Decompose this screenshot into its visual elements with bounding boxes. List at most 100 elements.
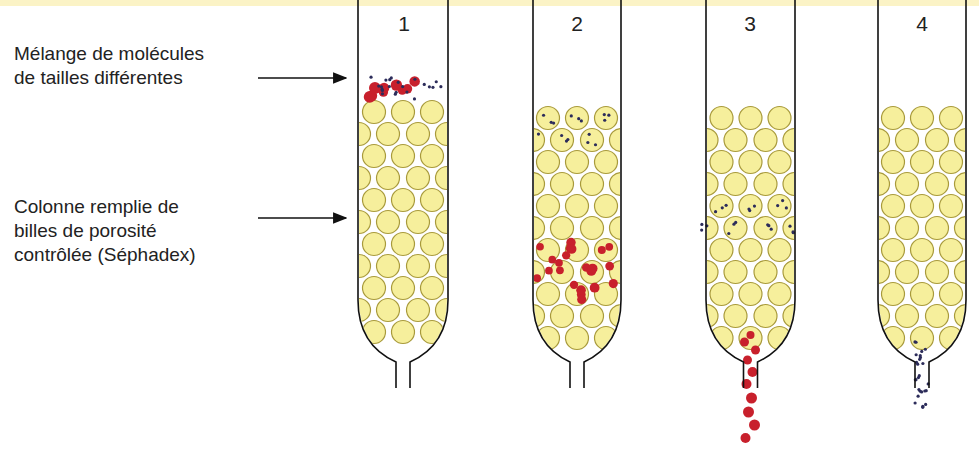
large-molecule [567, 244, 577, 254]
gel-bead [537, 107, 560, 130]
gel-bead [896, 305, 919, 328]
column-number: 2 [557, 12, 597, 36]
small-molecule [588, 133, 591, 136]
gel-bead [911, 327, 934, 350]
small-molecule [570, 114, 573, 117]
gel-bead [911, 151, 934, 174]
gel-bead [768, 283, 791, 306]
gel-bead [348, 167, 371, 190]
large-molecule [740, 338, 749, 347]
callout-label: Mélange de molécules de tailles différen… [14, 42, 224, 90]
gel-bead [911, 239, 934, 262]
gel-bead [739, 107, 762, 130]
gel-bead [724, 129, 747, 152]
gel-bead [739, 283, 762, 306]
gel-bead [911, 195, 934, 218]
small-molecule [577, 117, 580, 120]
column-wall [358, 0, 448, 388]
gel-bead [739, 327, 762, 350]
gel-bead [882, 107, 905, 130]
gel-bead [724, 173, 747, 196]
gel-bead [407, 255, 430, 278]
small-molecule [917, 388, 920, 391]
large-molecule [598, 246, 606, 254]
small-molecule [921, 406, 924, 409]
gel-bead [896, 129, 919, 152]
gel-bead [739, 195, 762, 218]
small-molecule [622, 140, 625, 143]
large-molecule [403, 84, 413, 94]
gel-bead [407, 211, 430, 234]
gel-bead [768, 195, 791, 218]
small-molecule [921, 405, 924, 408]
gel-bead [363, 101, 386, 124]
small-molecule [721, 206, 724, 209]
gel-bead [896, 173, 919, 196]
small-molecule [918, 358, 921, 361]
gel-bead [436, 123, 459, 146]
large-molecule [555, 259, 563, 267]
small-molecule [919, 354, 922, 357]
large-molecule [747, 331, 755, 339]
gel-bead [724, 305, 747, 328]
small-molecule [401, 85, 404, 88]
column-number: 1 [384, 12, 424, 36]
gel-bead [754, 129, 777, 152]
small-molecule [381, 92, 384, 95]
large-molecule [743, 407, 754, 418]
gel-bead [392, 233, 415, 256]
small-molecule [925, 389, 928, 392]
small-molecule [732, 223, 735, 226]
small-molecule [924, 403, 927, 406]
small-molecule [560, 134, 563, 137]
small-molecule [624, 135, 627, 138]
large-molecule [749, 420, 760, 431]
large-molecule [570, 281, 578, 289]
gel-bead [363, 145, 386, 168]
large-molecule [409, 76, 419, 86]
small-molecule [725, 204, 728, 207]
gel-bead [940, 151, 963, 174]
gel-bead [754, 261, 777, 284]
large-molecule [590, 283, 600, 293]
small-molecule [390, 76, 393, 79]
gel-bead [377, 211, 400, 234]
small-molecule [603, 113, 606, 116]
small-molecule [565, 139, 568, 142]
gel-bead [392, 145, 415, 168]
gel-bead [940, 107, 963, 130]
large-molecule [369, 82, 381, 94]
gel-bead [363, 277, 386, 300]
gel-bead [348, 123, 371, 146]
gel-bead [926, 261, 949, 284]
small-molecule [537, 132, 540, 135]
gel-bead [882, 151, 905, 174]
gel-bead [551, 305, 574, 328]
gel-bead [421, 189, 444, 212]
gel-bead [581, 173, 604, 196]
large-molecule [605, 262, 614, 271]
gel-bead [768, 151, 791, 174]
small-molecule [700, 229, 703, 232]
gel-bead [407, 123, 430, 146]
gel-bead [537, 151, 560, 174]
small-molecule [369, 76, 372, 79]
large-molecule [748, 367, 758, 377]
small-molecule [924, 348, 927, 351]
gel-bead [710, 107, 733, 130]
gel-bead [754, 217, 777, 240]
small-molecule [413, 78, 416, 81]
gel-bead [710, 283, 733, 306]
gel-bead [724, 261, 747, 284]
gel-bead [926, 305, 949, 328]
large-molecule [743, 356, 752, 365]
small-molecule [788, 225, 791, 228]
column-number: 4 [902, 12, 942, 36]
large-molecule [741, 433, 751, 443]
small-molecule [921, 362, 924, 365]
small-molecule [914, 341, 917, 344]
gel-bead [566, 107, 589, 130]
gel-bead [595, 107, 618, 130]
gel-bead [710, 151, 733, 174]
small-molecule [714, 210, 717, 213]
